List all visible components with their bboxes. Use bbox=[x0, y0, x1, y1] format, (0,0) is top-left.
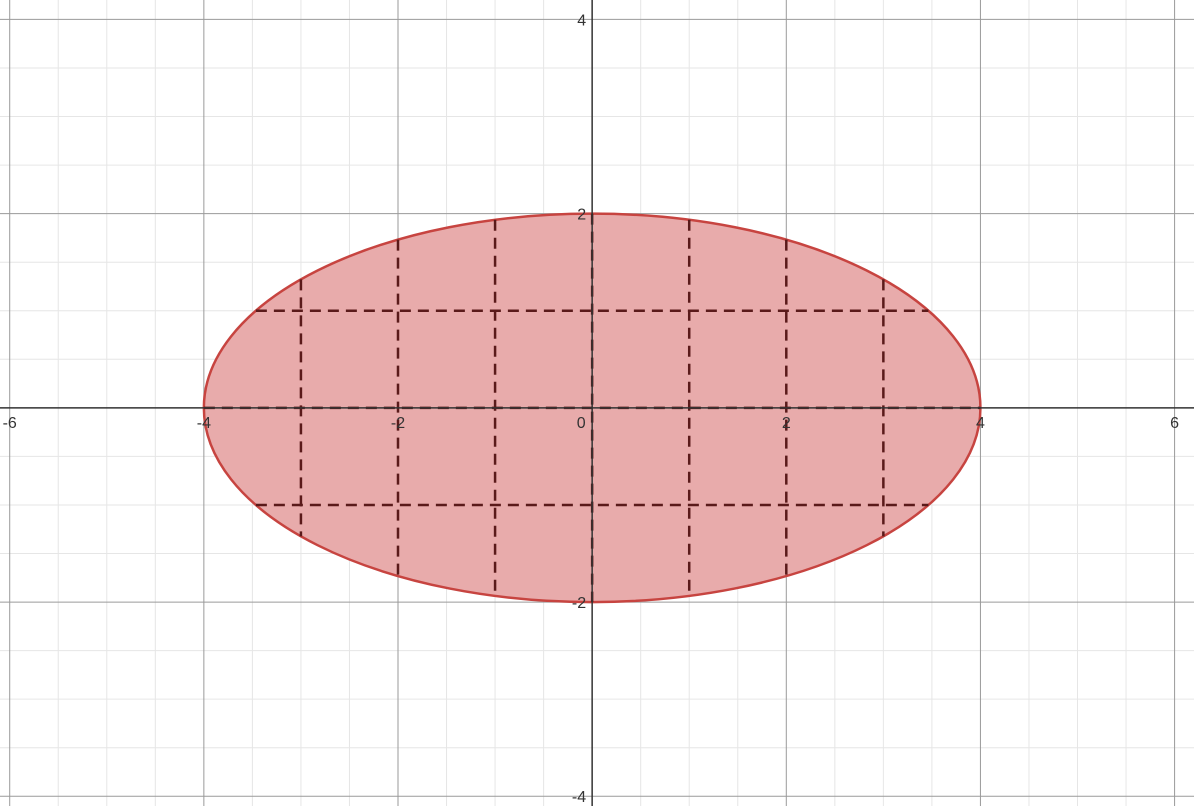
x-tick-label: 6 bbox=[1170, 415, 1179, 432]
x-tick-label: -6 bbox=[3, 415, 17, 432]
y-tick-label: 4 bbox=[577, 12, 586, 29]
x-tick-label: 0 bbox=[577, 415, 586, 432]
x-tick-label: -4 bbox=[197, 415, 211, 432]
x-tick-label: 4 bbox=[976, 415, 985, 432]
tick-labels: -6 -4 -2 0 2 4 6 -4 -2 2 4 bbox=[3, 12, 1180, 806]
y-tick-label: 2 bbox=[577, 207, 586, 224]
x-tick-label: -2 bbox=[391, 415, 405, 432]
y-tick-label: -4 bbox=[572, 789, 586, 806]
y-tick-label: -2 bbox=[572, 595, 586, 612]
x-tick-label: 2 bbox=[782, 415, 791, 432]
